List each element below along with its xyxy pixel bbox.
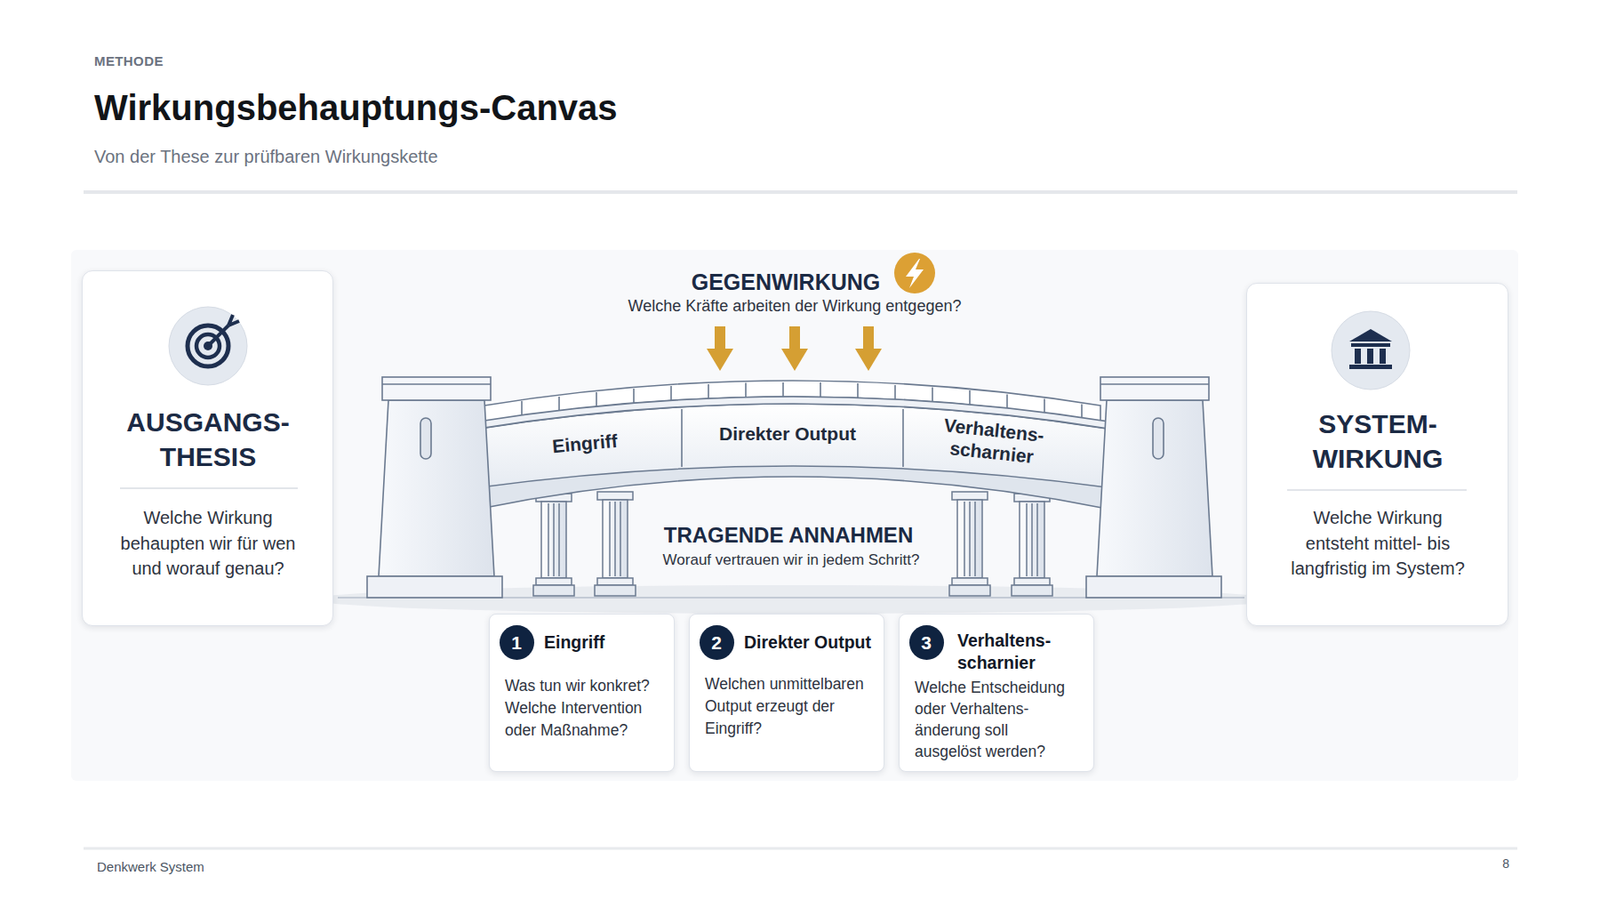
deck-segment: Direkter Output <box>698 416 877 452</box>
top-rule <box>83 190 1518 194</box>
counterforce-arrows <box>706 326 882 371</box>
lightning-icon <box>894 252 936 294</box>
deck-label: Eingriff <box>517 426 653 462</box>
section-question: Welche Kräfte arbeiten der Wirkung entge… <box>528 296 1062 316</box>
card-divider <box>120 487 298 489</box>
callout-digit: 2 <box>699 631 735 654</box>
callout-number: 3 <box>909 624 944 660</box>
step-card: Verhaltens- scharnierWelche Entscheidung… <box>898 613 1095 772</box>
columns <box>533 491 1053 596</box>
card-heading: AUSGANGS- THESIS <box>101 404 315 474</box>
institution-icon <box>1331 311 1410 390</box>
section-heading: GEGENWIRKUNG <box>652 269 920 295</box>
target-icon <box>168 306 248 385</box>
step-title: Direkter Output <box>744 631 878 654</box>
step-title: Verhaltens- scharnier <box>957 629 1073 674</box>
footer-rule <box>83 847 1518 850</box>
card-body: Welche Wirkung behaupten wir für wen und… <box>114 504 302 582</box>
bridge-deck <box>478 380 1109 509</box>
step-card: EingriffWas tun wir konkret? Welche Inte… <box>488 613 675 772</box>
callout-digit: 3 <box>909 631 944 654</box>
callout-number: 2 <box>699 624 735 660</box>
section-heading: TRAGENDE ANNAHMEN <box>566 522 1011 548</box>
step-title: Eingriff <box>544 631 669 654</box>
bridge-towers <box>367 376 1222 598</box>
step-card: Direkter OutputWelchen unmittelbaren Out… <box>688 613 885 772</box>
panel-background <box>71 249 1519 781</box>
footer-text: Denkwerk System <box>96 858 364 875</box>
deck-label: Verhaltens- scharnier <box>933 412 1054 469</box>
step-body: Welchen unmittelbaren Output erzeugt der… <box>704 672 872 740</box>
card-divider <box>1287 488 1467 491</box>
section-question: Worauf vertrauen wir in jedem Schritt? <box>568 551 1014 569</box>
callout-number: 1 <box>499 624 535 660</box>
slide-title: Wirkungsbehauptungs-Canvas <box>94 88 1161 128</box>
page-number: 8 <box>1420 855 1510 872</box>
slide-subtitle: Von der These zur prüfbaren Wirkungskett… <box>94 145 1161 168</box>
card-heading: SYSTEM- WIRKUNG <box>1271 406 1485 476</box>
step-body: Welche Entscheidung oder Verhaltens- änd… <box>914 676 1075 762</box>
deck-label: Direkter Output <box>698 422 877 446</box>
eyebrow-label: METHODE <box>94 53 361 70</box>
callout-digit: 1 <box>499 631 535 654</box>
card-body: Welche Wirkung entsteht mittel- bis lang… <box>1284 504 1472 582</box>
step-body: Was tun wir konkret? Welche Intervention… <box>504 674 667 742</box>
